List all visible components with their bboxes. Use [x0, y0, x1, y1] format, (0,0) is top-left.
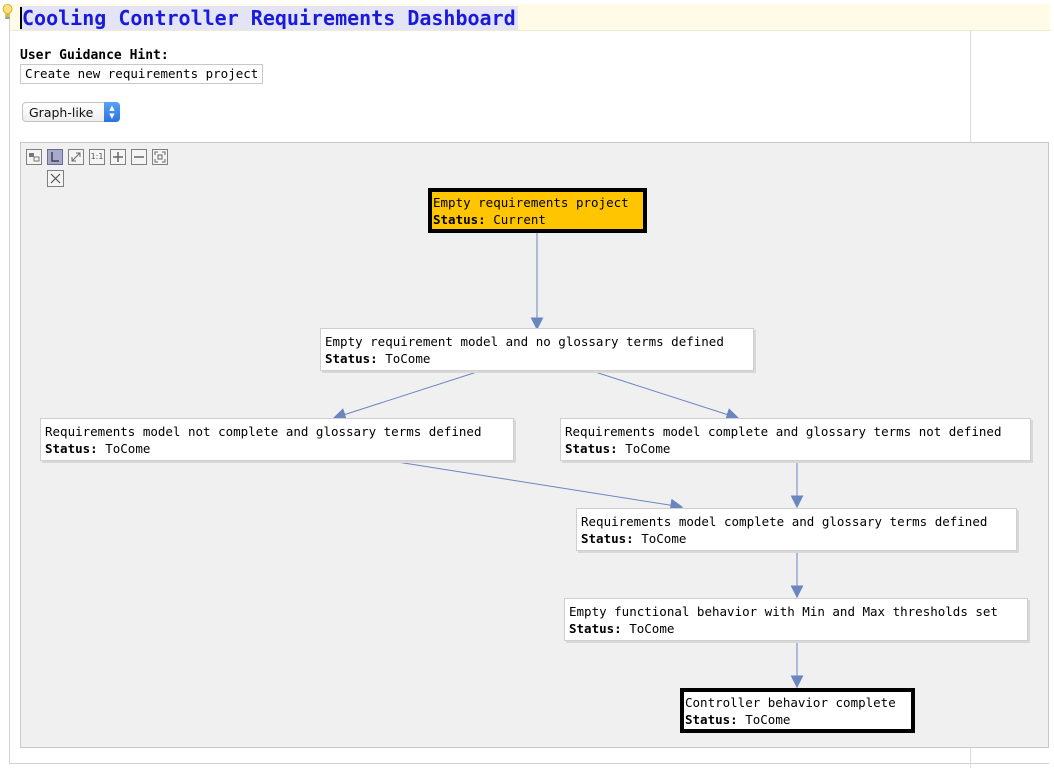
tree-layout-icon[interactable] — [47, 149, 63, 165]
status-value: ToCome — [617, 441, 671, 456]
status-value: ToCome — [633, 531, 687, 546]
guidance-hint-label: User Guidance Hint: — [20, 48, 169, 63]
node-title: Empty requirements project — [433, 195, 629, 210]
node-status: Status: ToCome — [569, 620, 1023, 637]
close-icon[interactable] — [47, 170, 64, 187]
layout-icon[interactable] — [26, 149, 42, 165]
node-title: Requirements model complete and glossary… — [565, 424, 1002, 439]
graph-node-n4[interactable]: Requirements model complete and glossary… — [576, 508, 1017, 551]
status-key: Status: — [685, 712, 738, 727]
graph-node-n5[interactable]: Empty functional behavior with Min and M… — [564, 598, 1028, 641]
status-key: Status: — [45, 441, 98, 456]
graph-node-n3[interactable]: Requirements model complete and glossary… — [560, 418, 1031, 461]
page-title: Cooling Controller Requirements Dashboar… — [20, 6, 518, 30]
node-status: Status: ToCome — [565, 440, 1026, 457]
node-title: Requirements model complete and glossary… — [581, 514, 988, 529]
status-key: Status: — [569, 621, 622, 636]
editor-frame — [9, 4, 1049, 764]
graph-edge-n1-n3 — [591, 370, 740, 421]
graph-edge-n1-n2 — [332, 370, 481, 421]
status-key: Status: — [565, 441, 618, 456]
zoom-out-icon[interactable] — [131, 149, 147, 165]
node-status: Status: ToCome — [325, 350, 749, 367]
chevron-updown-icon: ▲▼ — [104, 102, 120, 122]
status-value: ToCome — [377, 351, 431, 366]
node-status: Status: ToCome — [685, 711, 909, 728]
node-title: Empty requirement model and no glossary … — [325, 334, 724, 349]
status-value: ToCome — [97, 441, 151, 456]
status-key: Status: — [433, 212, 486, 227]
node-title: Empty functional behavior with Min and M… — [569, 604, 998, 619]
graph-edge-n2-n4 — [390, 460, 684, 512]
node-title: Controller behavior complete — [685, 695, 896, 710]
status-key: Status: — [325, 351, 378, 366]
node-status: Status: Current — [433, 211, 641, 228]
node-title: Requirements model not complete and glos… — [45, 424, 482, 439]
status-value: ToCome — [737, 712, 791, 727]
fullscreen-icon[interactable] — [152, 149, 168, 165]
graph-node-n1[interactable]: Empty requirement model and no glossary … — [320, 328, 754, 371]
actual-size-icon[interactable]: 1:1 — [89, 149, 105, 165]
status-value: ToCome — [621, 621, 675, 636]
zoom-in-icon[interactable] — [110, 149, 126, 165]
status-value: Current — [485, 212, 546, 227]
view-mode-selected: Graph-like — [29, 105, 94, 120]
text-caret — [20, 7, 22, 29]
view-mode-select[interactable]: Graph-like ▲▼ — [22, 102, 120, 122]
fit-icon[interactable] — [68, 149, 84, 165]
graph-node-n2[interactable]: Requirements model not complete and glos… — [40, 418, 514, 461]
status-key: Status: — [581, 531, 634, 546]
guidance-hint-value[interactable]: Create new requirements project — [20, 64, 264, 84]
lightbulb-icon[interactable] — [2, 4, 13, 22]
node-status: Status: ToCome — [45, 440, 509, 457]
graph-edges — [332, 233, 804, 689]
node-status: Status: ToCome — [581, 530, 1012, 547]
